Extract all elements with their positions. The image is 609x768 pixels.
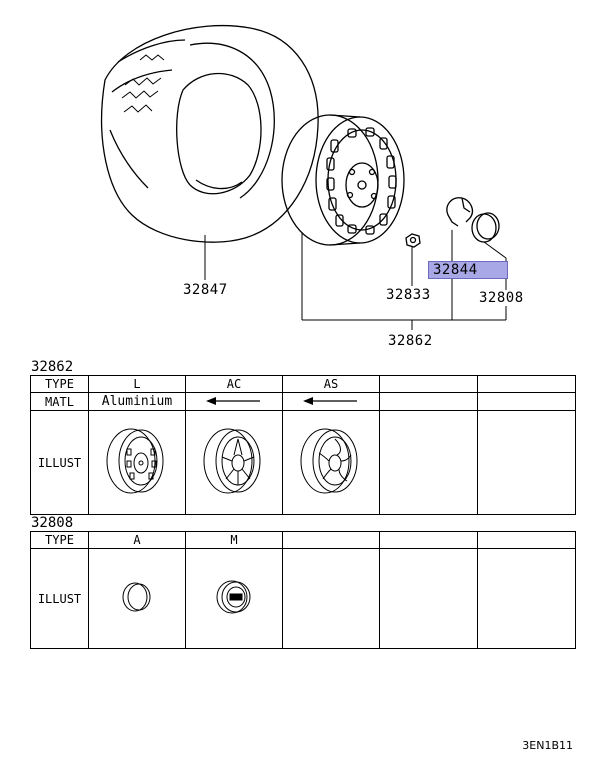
type-cell: A [88,531,186,549]
type-cell [379,375,478,393]
diagram-code: 3EN1B11 [522,739,573,752]
cap-M-illustration [185,548,283,649]
callout-32833[interactable]: 32833 [386,287,431,303]
table-32862: TYPE L AC AS MATL Aluminium ILLUST [30,375,576,515]
table-32808-part-number: 32808 [31,515,74,531]
type-cell [282,531,380,549]
callout-32844-highlighted[interactable]: 32844 [428,261,508,279]
type-cell [379,531,478,549]
cap-illustration [471,212,500,243]
same-as-left-arrow-icon [282,392,380,411]
table-row-type: TYPE L AC AS [30,375,576,393]
ring-illustration [446,197,474,227]
same-as-left-arrow-icon [185,392,283,411]
tire-illustration [100,24,319,243]
row-label-type: TYPE [30,531,89,549]
callout-32808[interactable]: 32808 [479,290,524,306]
type-cell [477,531,576,549]
wheel-AS-illustration [282,410,380,515]
wheel-illustration [281,114,405,246]
table-row-illust: ILLUST [30,548,576,649]
type-cell: AC [185,375,283,393]
row-label-illust: ILLUST [30,410,89,515]
type-cell [477,375,576,393]
type-cell: L [88,375,186,393]
nut-illustration [405,233,421,248]
table-row-matl: MATL Aluminium [30,392,576,411]
leader-lines [204,230,507,330]
table-row-type: TYPE A M [30,531,576,549]
wheel-L-illustration [88,410,186,515]
callout-32847[interactable]: 32847 [183,282,228,298]
type-cell: AS [282,375,380,393]
row-label-matl: MATL [30,392,89,411]
row-label-type: TYPE [30,375,89,393]
cap-A-illustration [88,548,186,649]
matl-cell: Aluminium [88,392,186,411]
row-label-illust: ILLUST [30,548,89,649]
callout-32862[interactable]: 32862 [388,333,433,349]
wheel-AC-illustration [185,410,283,515]
table-32862-part-number: 32862 [31,359,74,375]
type-cell: M [185,531,283,549]
table-row-illust: ILLUST [30,410,576,515]
table-32808: TYPE A M ILLUST [30,531,576,649]
